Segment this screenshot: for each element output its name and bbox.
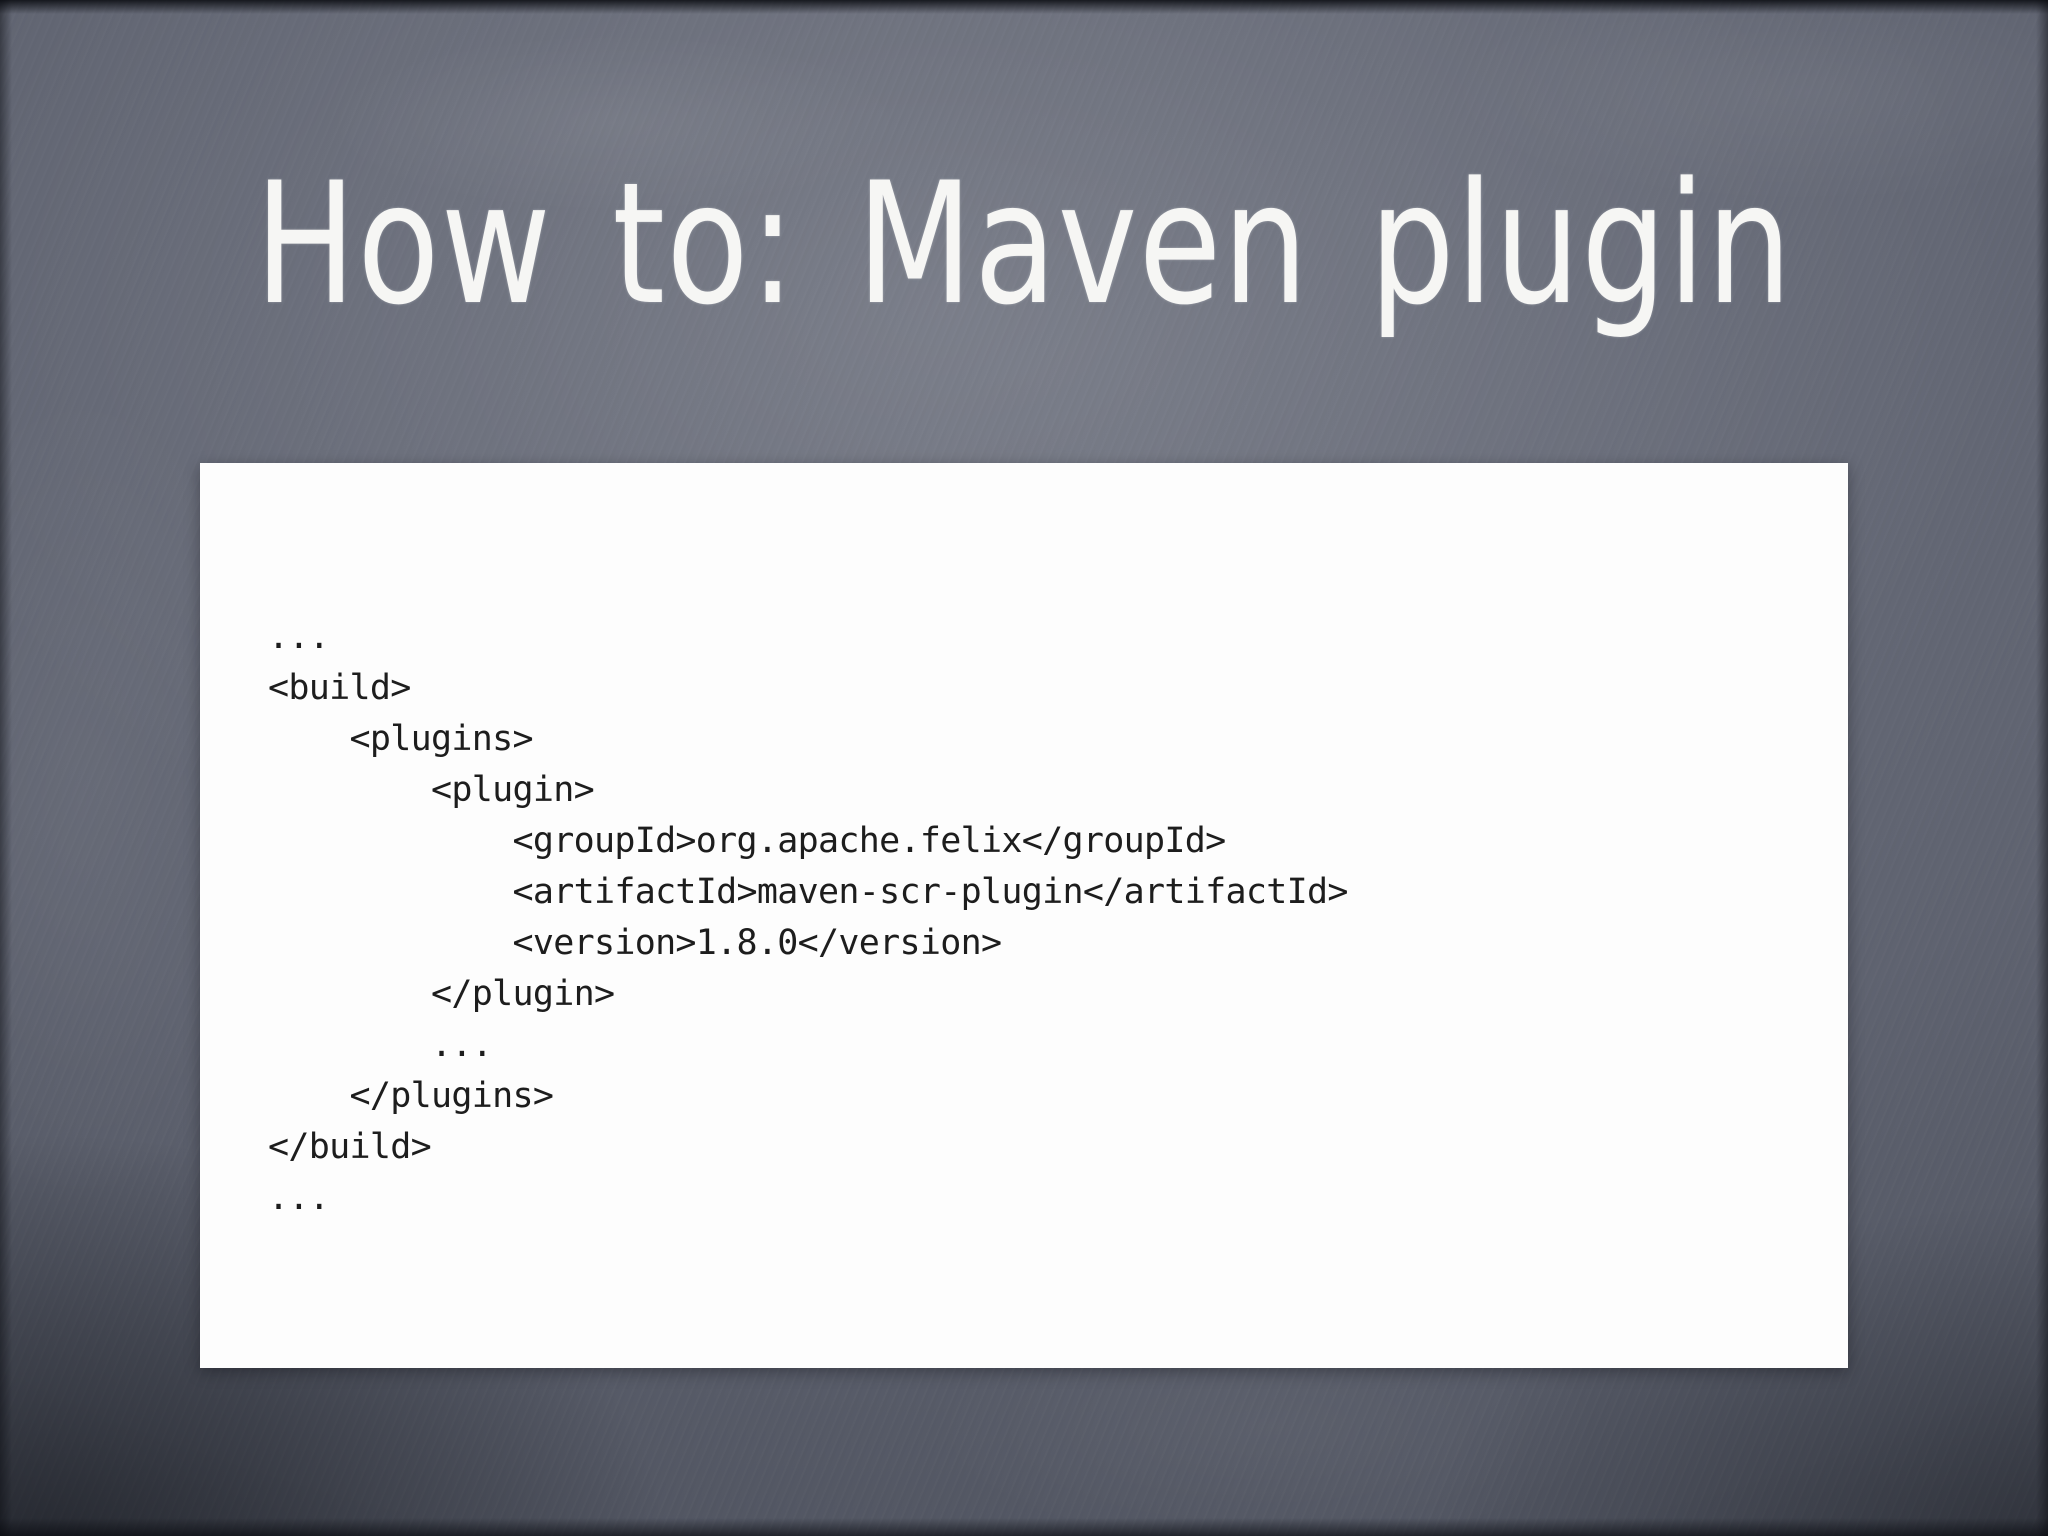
code-line-ellipsis-top: ... (268, 617, 330, 657)
code-line-ellipsis-inner: ... (268, 1025, 493, 1065)
code-line-version: <version>1.8.0</version> (268, 923, 1002, 963)
code-line-plugin-close: </plugin> (268, 974, 615, 1014)
code-panel: ... <build> <plugins> <plugin> <groupId>… (200, 463, 1848, 1368)
code-block: ... <build> <plugins> <plugin> <groupId>… (268, 612, 1348, 1224)
code-line-build-close: </build> (268, 1127, 432, 1167)
slide-title: How to: Maven plugin (254, 146, 1794, 342)
code-line-ellipsis-bottom: ... (268, 1178, 330, 1218)
code-line-build-open: <build> (268, 668, 411, 708)
code-line-artifactid: <artifactId>maven-scr-plugin</artifactId… (268, 872, 1348, 912)
code-line-plugin-open: <plugin> (268, 770, 595, 810)
code-line-groupid: <groupId>org.apache.felix</groupId> (268, 821, 1226, 861)
code-line-plugins-open: <plugins> (268, 719, 533, 759)
code-line-plugins-close: </plugins> (268, 1076, 554, 1116)
